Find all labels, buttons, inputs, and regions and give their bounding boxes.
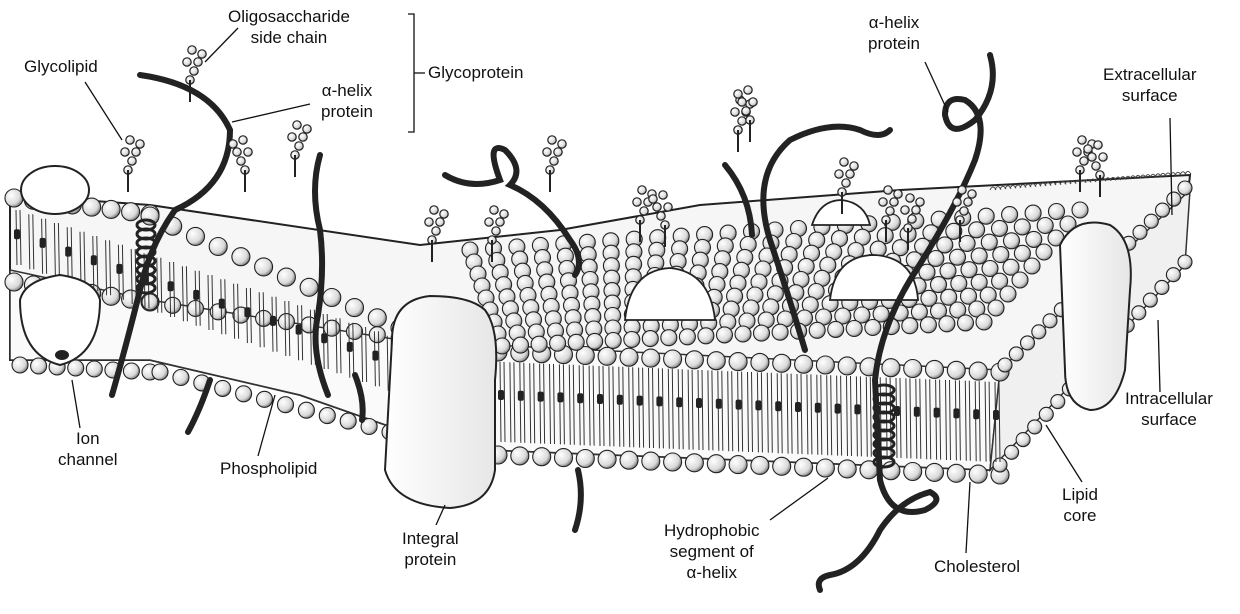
right-integral-protein — [1060, 223, 1131, 411]
integral-protein — [385, 296, 496, 508]
label-phospholipid: Phospholipid — [220, 458, 317, 479]
label-glycolipid: Glycolipid — [24, 56, 98, 77]
label-cholesterol: Cholesterol — [934, 556, 1020, 577]
label-glycoprotein: Glycoprotein — [428, 62, 523, 83]
lower-strand-2 — [575, 470, 581, 530]
